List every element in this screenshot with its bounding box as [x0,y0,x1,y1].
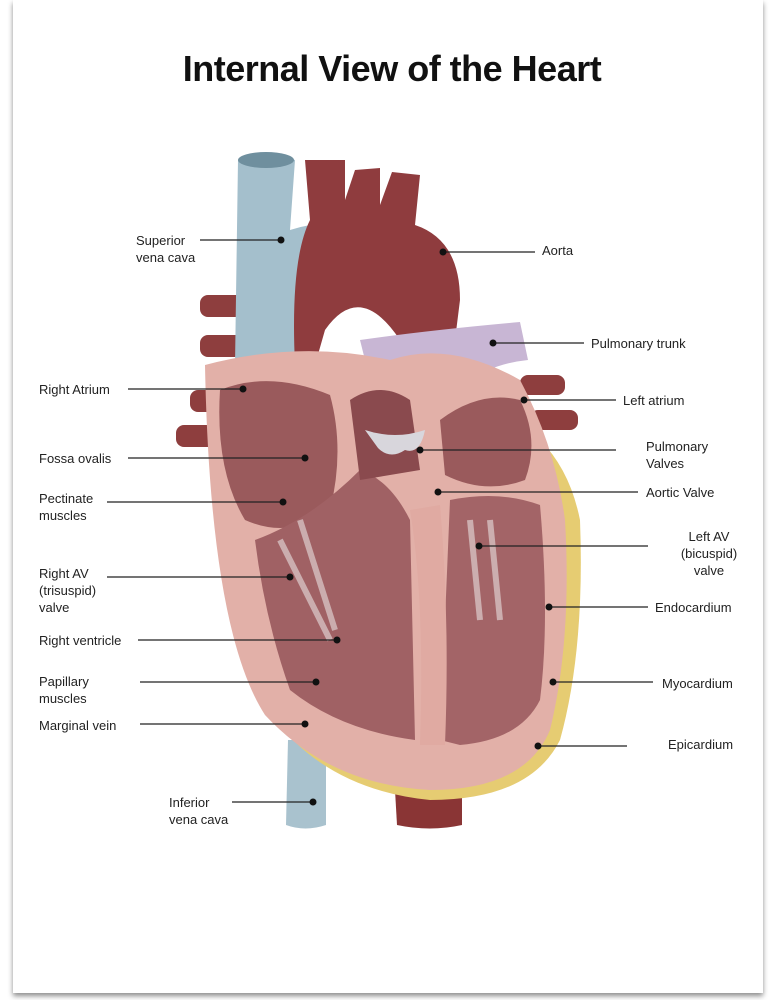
label-fossa-ovalis: Fossa ovalis [39,450,111,467]
left-atrium-cavity [440,397,532,487]
label-endocardium: Endocardium [655,599,732,616]
septum [410,505,447,745]
label-line: Aortic Valve [646,485,715,500]
label-line: Left atrium [623,393,685,408]
label-line: Myocardium [662,676,733,691]
label-myocardium: Myocardium [662,675,733,692]
label-line: valve [39,600,70,615]
right-atrium-cavity [219,381,338,528]
label-aortic-valve: Aortic Valve [646,484,714,501]
label-line: Pulmonary trunk [591,336,686,351]
label-epicardium: Epicardium [668,736,733,753]
label-line: Epicardium [668,737,734,752]
label-pectinate-muscles: Pectinate muscles [39,490,93,524]
label-right-av-valve: Right AV (trisuspid) valve [39,565,96,616]
label-left-atrium: Left atrium [623,392,684,409]
label-line: Right ventricle [39,633,122,648]
label-line: muscles [39,691,87,706]
label-right-ventricle: Right ventricle [39,632,121,649]
label-line: muscles [39,508,87,523]
label-line: vena cava [169,812,229,827]
inferior-vena-cava-shape [286,740,326,829]
leader-lines [107,239,653,803]
label-line: Right AV [39,566,89,581]
label-line: Aorta [542,243,574,258]
chordae [277,519,503,642]
label-papillary-muscles: Papillary muscles [39,673,89,707]
label-line: Pectinate [39,491,94,506]
left-ventricle-cavity [440,496,545,745]
right-ventricle-cavity [255,470,415,740]
page-title: Internal View of the Heart [182,48,602,89]
label-inferior-vena-cava: Inferior vena cava [169,794,228,828]
label-pulmonary-trunk: Pulmonary trunk [591,335,686,352]
label-line: (trisuspid) [39,583,97,598]
pulmonary-veins-left [520,375,578,430]
label-line: Right Atrium [39,382,110,397]
pulmonary-valve-shape [365,430,425,455]
label-line: Inferior [169,795,210,810]
label-line: Marginal vein [39,718,117,733]
label-line: Valves [646,456,685,471]
label-line: Fossa ovalis [39,451,112,466]
label-line: vena cava [136,250,196,265]
label-left-av-valve: Left AV (bicuspid) valve [674,528,744,579]
superior-vena-cava-shape [235,155,358,365]
label-line: Pulmonary [646,439,709,454]
label-aorta: Aorta [542,242,573,259]
label-right-atrium: Right Atrium [39,381,110,398]
label-line: (bicuspid) [680,546,738,561]
label-superior-vena-cava: Superior vena cava [136,232,195,266]
label-line: valve [693,563,725,578]
aorta-shape [294,160,460,365]
label-marginal-vein: Marginal vein [39,717,116,734]
label-line: Superior [136,233,186,248]
label-dots [239,236,557,806]
label-line: Endocardium [655,600,732,615]
label-line: Papillary [39,674,89,689]
label-line: Left AV [688,529,730,544]
